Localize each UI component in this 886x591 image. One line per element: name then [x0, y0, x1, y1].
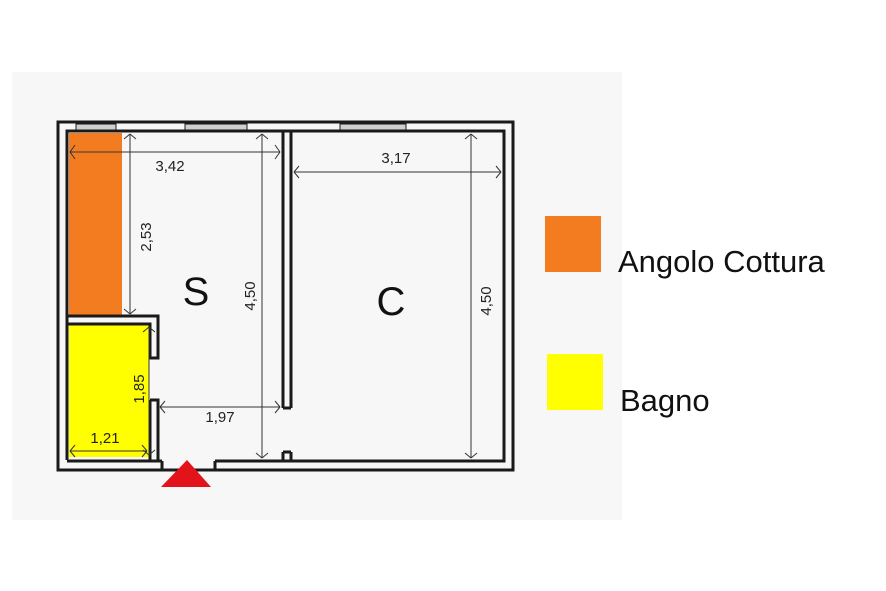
dim-cucina-depth: 2,53: [138, 222, 155, 251]
dim-soggiorno-depth: 4,50: [242, 281, 259, 310]
kitchen-area: [69, 133, 122, 316]
dim-bagno-depth: 1,85: [131, 374, 148, 403]
dim-camera-width: 3,17: [381, 150, 410, 167]
legend-swatch-bathroom: [547, 354, 603, 410]
entrance-arrow-icon: [161, 460, 211, 487]
window: [339, 123, 407, 131]
windows: [75, 123, 407, 131]
dim-bagno-width: 1,21: [90, 430, 119, 447]
walls: [56, 120, 515, 472]
window: [184, 123, 248, 131]
dim-cucina-width: 3,42: [155, 158, 184, 175]
room-label-camera: C: [377, 280, 406, 324]
window: [75, 123, 117, 131]
legend-label-bathroom: Bagno: [620, 383, 710, 418]
bathroom-area: [69, 324, 149, 457]
legend-label-kitchen: Angolo Cottura: [618, 244, 825, 279]
room-label-soggiorno: S: [183, 270, 210, 314]
dimension-lines: [69, 133, 502, 459]
dim-soggiorno-lower-width: 1,97: [205, 409, 234, 426]
legend-swatch-kitchen: [545, 216, 601, 272]
dim-camera-depth: 4,50: [478, 286, 495, 315]
